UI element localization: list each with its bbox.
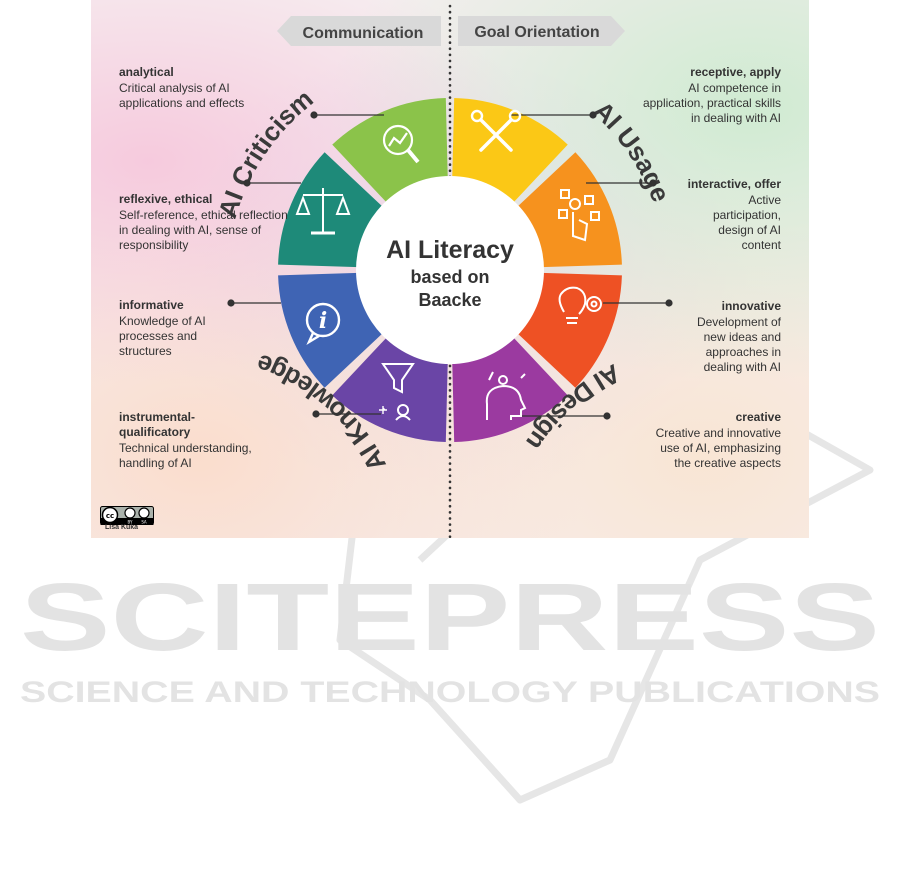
desc-heading: innovative [721,299,781,313]
lightbulb-gear-icon [558,286,602,324]
desc-innovative: innovative Development of new ideas and … [676,299,781,375]
desc-creative: creative Creative and innovative use of … [651,410,781,471]
watermark-title: SCITEPRESS [20,564,880,671]
desc-body: Creative and innovative use of AI, empha… [655,426,781,470]
desc-informative: informative Knowledge of AI processes an… [119,298,249,359]
scales-icon [295,188,351,235]
desc-body: Technical understanding, handling of AI [119,441,252,470]
desc-reflexive: reflexive, ethical Self-reference, ethic… [119,192,291,253]
head-ideas-icon [485,371,527,420]
tools-icon [470,109,522,152]
desc-heading: reflexive, ethical [119,192,213,206]
info-bubble-icon: i [305,302,341,345]
desc-body: AI competence in application, practical … [642,81,781,125]
ai-literacy-figure: Communication Goal Orientation AI Litera… [91,0,809,538]
communication-tag: Communication [277,16,441,46]
desc-heading: informative [119,298,184,312]
svg-text:BY: BY [128,520,134,525]
author-credit: Lisa Kuka [105,524,139,531]
desc-analytical: analytical Critical analysis of AI appli… [119,65,279,111]
desc-heading: receptive, apply [690,65,781,79]
desc-receptive: receptive, apply AI competence in applic… [631,65,781,126]
funnel-icon [379,363,415,421]
desc-heading: instrumental-qualificatory [119,410,196,439]
goal-orientation-tag: Goal Orientation [458,16,625,46]
desc-body: Self-reference, ethical reflection in de… [119,208,288,252]
watermark-subtitle: SCIENCE AND TECHNOLOGY PUBLICATIONS [20,676,880,709]
desc-interactive: interactive, offer Active participation,… [681,177,781,253]
desc-body: Active participation, design of AI conte… [712,193,781,252]
svg-text:SA: SA [141,520,147,525]
svg-text:cc: cc [106,512,114,520]
desc-heading: analytical [119,65,174,79]
desc-body: Development of new ideas and approaches … [696,315,781,374]
magnifier-chart-icon [382,124,420,164]
desc-body: Critical analysis of AI applications and… [119,81,245,110]
center-line2: based on [410,267,489,287]
desc-body: Knowledge of AI processes and structures [119,314,206,358]
cc-by-sa-icon: cc BY SA [100,506,154,525]
desc-heading: creative [735,410,781,424]
goal-orientation-label: Goal Orientation [474,24,599,41]
desc-instrumental: instrumental-qualificatory Technical und… [119,410,281,471]
desc-heading: interactive, offer [687,177,781,191]
connectors [227,111,673,420]
center-title: AI Literacy [386,236,514,264]
svg-text:i: i [319,308,327,334]
communication-label: Communication [303,25,424,42]
center-circle [356,176,544,364]
center-line3: Baacke [418,290,481,310]
touch-icon [558,189,600,242]
